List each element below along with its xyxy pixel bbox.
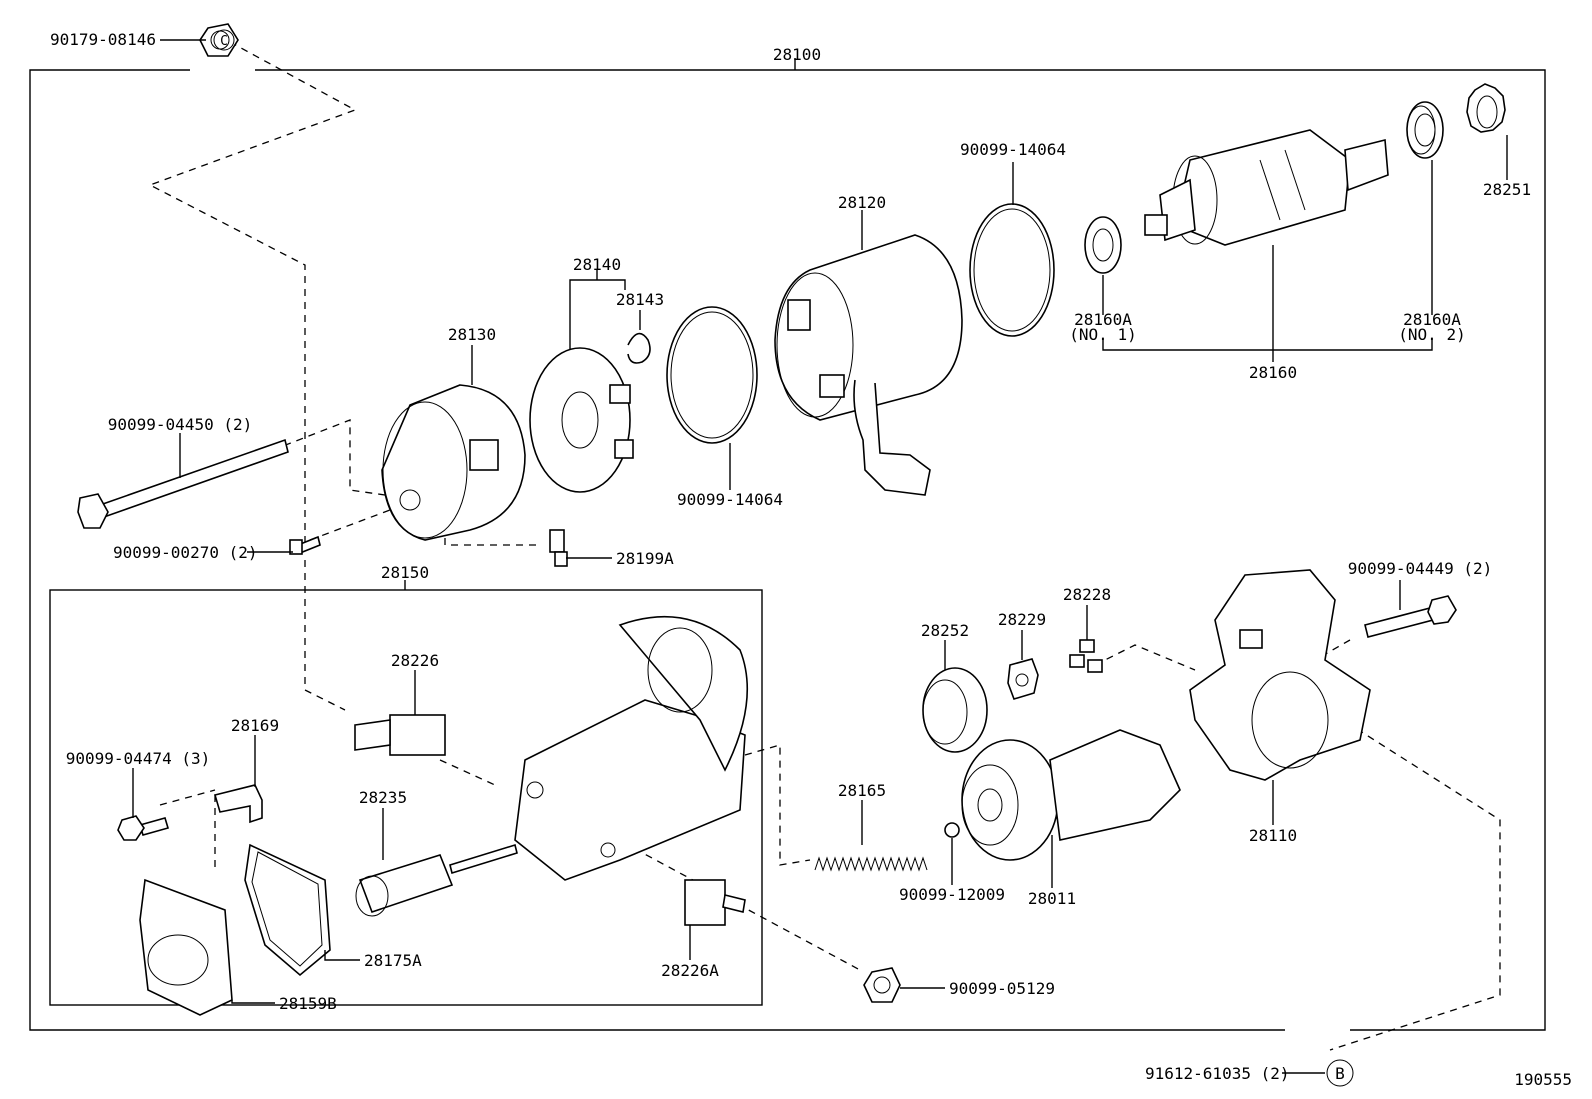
label-28100: 28100 [773,45,821,64]
plunger-28235 [355,843,518,917]
subassembly-frame-28150 [49,580,763,1006]
through-bolt-90099-04450 [77,438,289,529]
label-28175a: 28175A [364,951,422,970]
label-28160a-no1: 28160A [1074,310,1132,329]
label-28229: 28229 [998,610,1046,629]
brush-holder-28140 [529,347,634,493]
terminal-28226 [354,714,446,756]
label-90099-12009: 90099-12009 [899,885,1005,904]
label-28226: 28226 [391,651,439,670]
bolt-90099-04474 [117,815,170,841]
o-ring-top-90099-14064 [969,203,1055,337]
label-28235: 28235 [359,788,407,807]
spring-28165 [813,830,932,872]
circle-b-marker [1326,1059,1354,1087]
label-91612-61035: 91612-61035 (2) [1145,1064,1290,1083]
bracket-28169 [213,784,263,824]
label-28251: 28251 [1483,180,1531,199]
retainer-28228 [1069,639,1103,673]
bolt-90099-04449 [1364,595,1457,638]
label-28165: 28165 [838,781,886,800]
cover-28159b [139,878,233,1016]
label-90099-14064-top: 90099-14064 [960,140,1066,159]
end-frame-28130 [381,384,526,541]
leader-lines [132,39,1508,1074]
label-28120: 28120 [838,193,886,212]
bearing-28160a-no1 [1084,216,1122,274]
label-28169: 28169 [231,716,279,735]
label-28159b: 28159B [279,994,337,1013]
spring-clip-28143 [627,332,651,364]
circle-c-marker [213,29,235,51]
screw-90099-00270 [289,535,321,555]
label-28252: 28252 [921,621,969,640]
label-28011: 28011 [1028,889,1076,908]
terminal-28226a [684,879,746,926]
bearing-28160a-no2 [1406,101,1444,159]
bearing-28251 [1466,83,1506,133]
label-90099-05129: 90099-05129 [949,979,1055,998]
housing-28110 [1189,569,1371,781]
label-90179-08146: 90179-08146 [50,30,156,49]
label-90099-14064-bottom: 90099-14064 [677,490,783,509]
label-28160a-no2: 28160A [1403,310,1461,329]
label-28160: 28160 [1249,363,1297,382]
label-28226a: 28226A [661,961,719,980]
label-28160a-no2-note: (NO. 2) [1398,325,1465,344]
label-circle-b: B [1335,1064,1345,1083]
label-90099-00270: 90099-00270 (2) [113,543,258,562]
label-90099-04450: 90099-04450 (2) [108,415,253,434]
label-28228: 28228 [1063,585,1111,604]
clutch-28011 [961,729,1181,861]
idler-gear-28252 [922,667,988,753]
yoke-28120 [774,234,963,496]
label-28143: 28143 [616,290,664,309]
figure-id: 190555 [1514,1070,1572,1089]
label-90099-04449: 90099-04449 (2) [1348,559,1493,578]
switch-housing-28150 [514,615,749,881]
label-28160a-no1-note: (NO. 1) [1069,325,1136,344]
ball-90099-12009 [944,822,960,838]
label-28130: 28130 [448,325,496,344]
part-labels: 28100 90179-08146 C 28251 90099-14064 28… [50,30,1572,1089]
label-28110: 28110 [1249,826,1297,845]
roller-28229 [1007,658,1039,700]
label-28199a: 28199A [616,549,674,568]
label-28140: 28140 [573,255,621,274]
label-circle-c: C [220,34,228,49]
label-28150: 28150 [381,563,429,582]
armature-28160 [1144,129,1389,246]
label-90099-04474: 90099-04474 (3) [66,749,211,768]
assembly-frame-28100 [29,58,1546,1031]
gasket-28175a [244,843,331,977]
o-ring-bottom-90099-14064 [666,306,758,444]
terminal-28199a [549,529,568,567]
nut-90099-05129 [863,967,901,1003]
